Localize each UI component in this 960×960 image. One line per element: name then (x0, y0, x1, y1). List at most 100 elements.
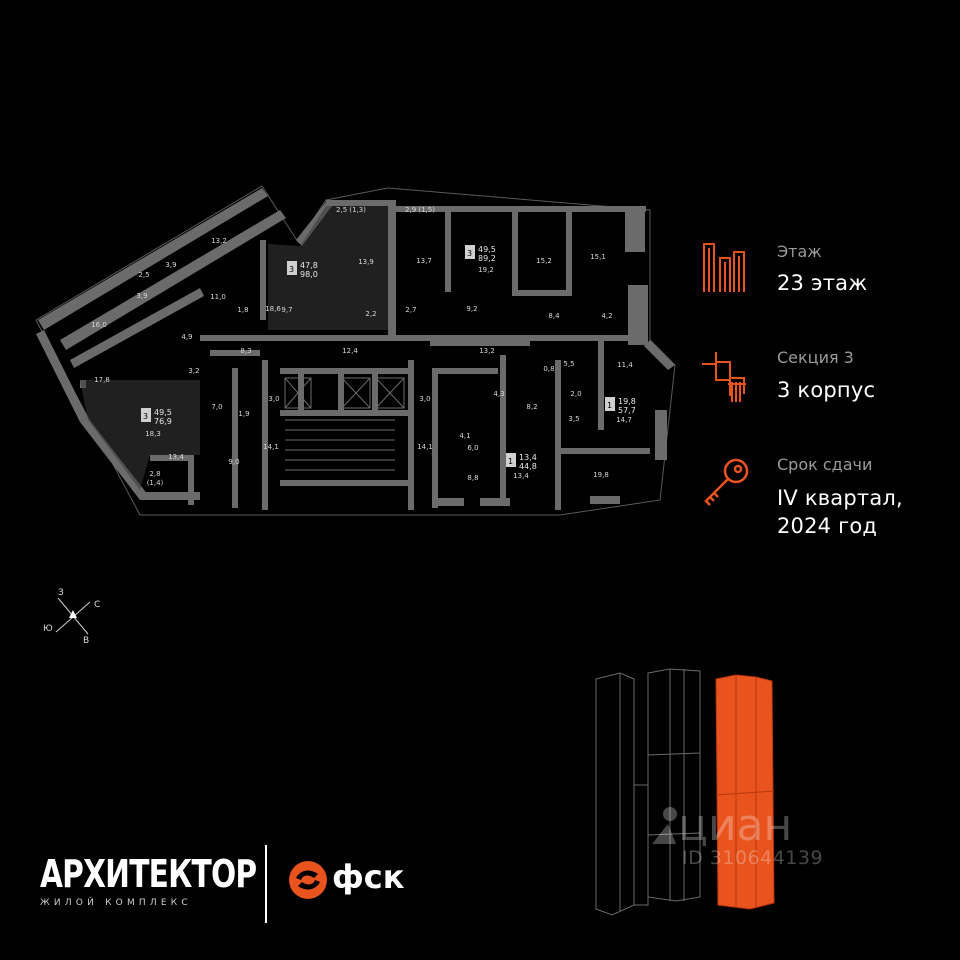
apartment-rooms: 1 (607, 401, 612, 410)
room-area: 5,5 (563, 360, 574, 368)
room-area: 19,8 (593, 471, 609, 479)
room-area: 4,1 (459, 432, 470, 440)
compass-cross-icon (55, 597, 91, 635)
room-area: 1,9 (238, 410, 249, 418)
floor-label: Этаж (777, 242, 822, 261)
compass: З С Ю В (40, 588, 110, 648)
room-area: 7,0 (211, 403, 222, 411)
floor-icon (703, 243, 745, 292)
room-area: 8,2 (526, 403, 537, 411)
room-area: 3,5 (568, 415, 579, 423)
room-area: 8,8 (467, 474, 478, 482)
room-area: 8,3 (240, 347, 251, 355)
apartment-badge[interactable]: 1 19,857,7 (605, 397, 636, 415)
key-icon (704, 458, 749, 506)
room-area: 13,4 (168, 453, 184, 461)
room-area: 2,5 (1,3) (336, 206, 366, 214)
section-icon (702, 352, 746, 402)
project-logo-subtitle: ЖИЛОЙ КОМПЛЕКС (40, 898, 192, 908)
deadline-value-line1: IV квартал, (777, 486, 903, 510)
room-area: 19,2 (478, 266, 494, 274)
room-area: 4,2 (601, 312, 612, 320)
deadline-label: Срок сдачи (777, 455, 873, 474)
room-area: 13,7 (416, 257, 432, 265)
room-area: 2,2 (365, 310, 376, 318)
apartment-total-area: 76,9 (154, 417, 172, 426)
apartment-badge[interactable]: 3 47,898,0 (287, 261, 318, 279)
watermark-id: ID 310644139 (682, 847, 824, 869)
apartment-rooms: 3 (143, 412, 148, 421)
room-area: 3,0 (268, 395, 279, 403)
section-label: Секция 3 (777, 348, 854, 367)
apartment-living-area: 47,8 (300, 261, 318, 270)
deadline-value-line2: 2024 год (777, 514, 878, 538)
room-area: 13,2 (479, 347, 495, 355)
room-area: 6,0 (467, 444, 478, 452)
logo-divider (265, 845, 267, 923)
room-area: 11,0 (210, 293, 226, 301)
compass-east: С (94, 600, 101, 610)
apartment-rooms-box (465, 245, 475, 259)
room-area: 0,8 (543, 365, 554, 373)
room-area: 4,9 (181, 333, 192, 341)
apartment-badge[interactable]: 1 13,444,8 (506, 453, 537, 471)
room-area: 14,1 (417, 443, 433, 451)
room-area: 3,9 (165, 261, 176, 269)
room-area: 8,4 (548, 312, 560, 320)
room-area: 2,7 (405, 306, 416, 314)
compass-west: Ю (43, 624, 53, 634)
building-illustration (595, 668, 775, 916)
room-area: (1,4) (147, 479, 164, 487)
room-area: 15,1 (590, 253, 606, 261)
apartment-rooms: 3 (467, 249, 472, 258)
room-area: 12,4 (342, 347, 358, 355)
apartment-total-area: 44,8 (519, 462, 537, 471)
room-area: 17,8 (94, 376, 110, 384)
room-area: 9,0 (228, 458, 239, 466)
room-area: 2,0 (570, 390, 581, 398)
compass-south: В (83, 636, 90, 646)
room-area: 18,6 (265, 305, 281, 313)
apartment-rooms-box (506, 453, 516, 467)
floor-value: 23 этаж (777, 271, 868, 295)
room-area: 4,3 (493, 390, 504, 398)
cian-logo-icon (652, 807, 677, 844)
apartment-living-area: 49,5 (478, 245, 496, 254)
apartment-rooms-box (605, 397, 615, 411)
apartment-living-area: 13,4 (519, 453, 537, 462)
room-area: 9,7 (281, 306, 292, 314)
apartment-badge[interactable]: 3 49,589,2 (465, 245, 496, 263)
room-area: 2,5 (138, 271, 149, 279)
room-area: 11,4 (617, 361, 633, 369)
building-highlight (715, 674, 775, 910)
room-area: 14,7 (616, 416, 632, 424)
developer-name: фск (332, 858, 405, 896)
apartment-total-area: 98,0 (300, 270, 318, 279)
room-area: 3,2 (188, 367, 199, 375)
project-logo: АРХИТЕКТОР (40, 852, 257, 896)
fsk-logo-icon (289, 861, 327, 899)
room-area: 13,9 (358, 258, 374, 266)
room-area: 16,0 (91, 321, 107, 329)
room-area: 1,8 (237, 306, 248, 314)
apartment-total-area: 89,2 (478, 254, 496, 263)
compass-north: З (58, 588, 64, 598)
apartment-rooms-box (141, 408, 151, 422)
apartment-rooms: 3 (289, 265, 294, 274)
apartment-living-area: 19,8 (618, 397, 636, 406)
room-area: 13,2 (211, 237, 227, 245)
room-area: 13,4 (513, 472, 529, 480)
apartment-rooms: 1 (508, 457, 513, 466)
section-value: 3 корпус (777, 378, 876, 402)
room-area: 14,1 (263, 443, 279, 451)
apartment-total-area: 57,7 (618, 406, 636, 415)
room-area: 2,8 (149, 470, 160, 478)
watermark-brand: циан (678, 800, 793, 851)
room-area: 3,0 (419, 395, 430, 403)
room-area: 3,9 (136, 292, 147, 300)
room-area: 15,2 (536, 257, 552, 265)
